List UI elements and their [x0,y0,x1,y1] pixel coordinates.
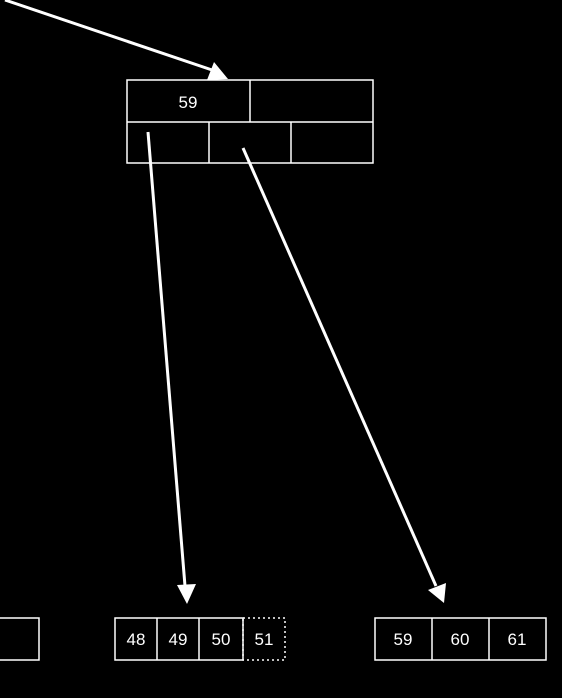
leaf-key: 61 [508,630,527,649]
partial-leaf-left [0,617,40,661]
pointer-arrow-left-leaf [146,131,196,604]
leaf-key: 60 [451,630,470,649]
pointer-arrow-right-leaf [241,147,446,603]
leaf-key: 50 [212,630,231,649]
incoming-arrow [4,0,228,80]
leaf-key-overflow: 51 [255,630,274,649]
dotted-overflow-cell [242,617,286,661]
leaf-key: 49 [169,630,188,649]
internal-node: 59 [126,79,374,164]
leaf-key: 59 [394,630,413,649]
internal-key-1: 59 [179,93,198,112]
leaf-48-51: 48 49 50 51 [114,617,286,661]
leaf-key: 48 [127,630,146,649]
leaf-59-61: 59 60 61 [374,617,547,661]
